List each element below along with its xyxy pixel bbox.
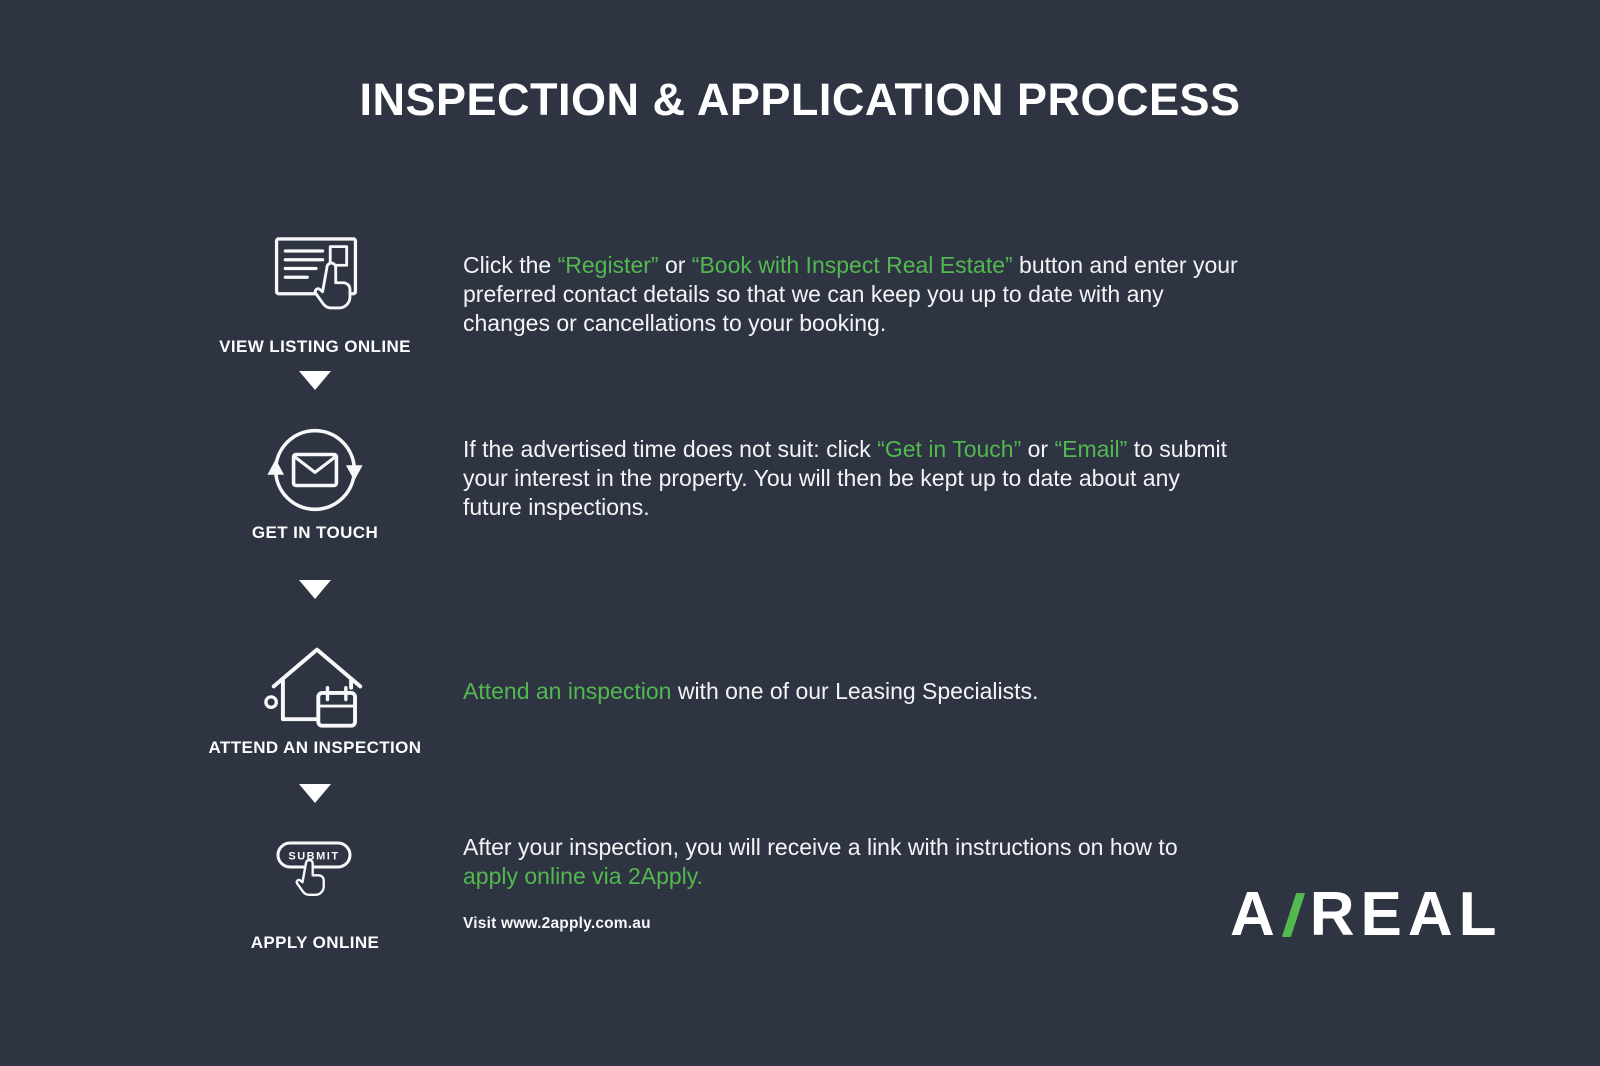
- listing-browser-with-cursor-icon: [274, 237, 358, 310]
- step-1-description: Click the “Register” or “Book with Inspe…: [463, 251, 1245, 339]
- text: to submit your interest in the property.…: [463, 436, 1228, 521]
- step-3-label: ATTEND AN INSPECTION: [208, 738, 422, 757]
- cursor-hand-icon: [295, 858, 325, 897]
- highlighted-text: “Get in Touch”: [877, 436, 1022, 462]
- highlighted-text: “Email”: [1054, 436, 1128, 462]
- submit-button-text: SUBMIT: [288, 851, 339, 863]
- house-calendar-icon: [264, 647, 363, 728]
- attend-inspection-icon: [258, 630, 376, 748]
- submit-button-with-cursor-icon: SUBMIT: [276, 841, 352, 897]
- get-in-touch-icon: [265, 420, 365, 520]
- text: with one of our Leasing Specialists.: [671, 678, 1039, 704]
- highlighted-text: Attend an inspection: [463, 678, 672, 704]
- text: or: [658, 252, 692, 278]
- page-title: INSPECTION & APPLICATION PROCESS: [359, 74, 1241, 125]
- highlighted-text: apply online via 2Apply.: [463, 863, 703, 890]
- step-2-description: If the advertised time does not suit: cl…: [463, 435, 1245, 523]
- view-listing-online-icon: [270, 228, 362, 320]
- highlighted-text: “Register”: [557, 252, 659, 278]
- step-2-label: GET IN TOUCH: [251, 523, 379, 542]
- down-arrow-icon: [299, 784, 331, 803]
- text: If the advertised time does not suit: cl…: [463, 436, 878, 462]
- step-1-label: VIEW LISTING ONLINE: [219, 337, 411, 356]
- step-3-description: Attend an inspection with one of our Lea…: [463, 677, 1363, 706]
- text: After your inspection, you will receive …: [463, 834, 1178, 860]
- apply-url-note: Visit www.2apply.com.au: [463, 915, 651, 932]
- down-arrow-icon: [299, 580, 331, 599]
- step-4-description: After your inspection, you will receive …: [463, 833, 1203, 891]
- step-4-label: APPLY ONLINE: [250, 933, 380, 952]
- highlighted-text: “Book with Inspect Real Estate”: [691, 252, 1013, 278]
- cursor-hand-icon: [313, 261, 352, 310]
- logo-slash-icon: [1281, 893, 1305, 937]
- logo-wordmark: REAL: [1309, 880, 1503, 949]
- text: Click the: [463, 252, 558, 278]
- logo-letter-a: A: [1230, 880, 1281, 949]
- brand-logo: A REAL: [1230, 884, 1503, 946]
- apply-online-icon: SUBMIT: [274, 838, 354, 910]
- down-arrow-icon: [299, 371, 331, 390]
- envelope-refresh-icon: [267, 428, 363, 512]
- text: or: [1021, 436, 1055, 462]
- text: button and enter your preferred contact …: [463, 252, 1238, 337]
